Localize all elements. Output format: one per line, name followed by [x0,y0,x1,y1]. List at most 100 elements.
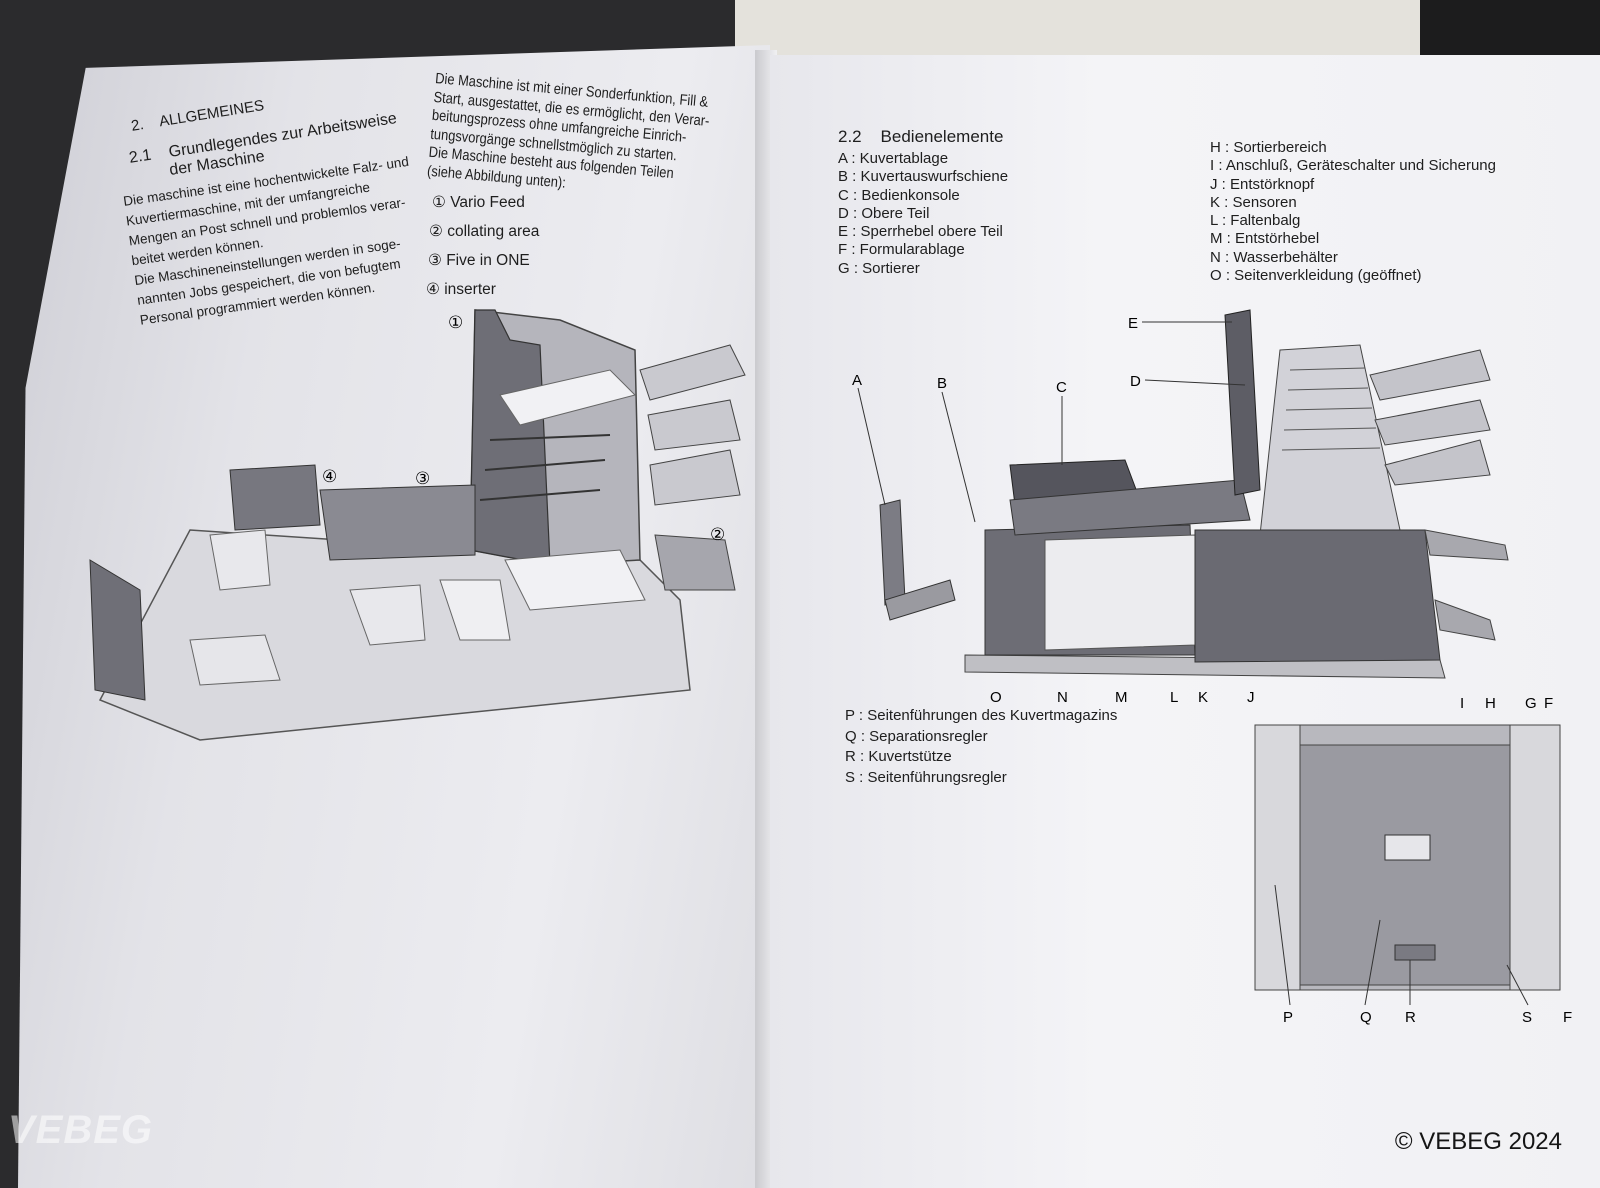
leader-line [857,387,886,506]
parts-list-item: ① Vario Feed [432,194,525,211]
control-item: I : Anschluß, Geräteschalter und Sicheru… [1210,157,1496,175]
copyright-notice: © VEBEG 2024 [1394,1128,1562,1155]
control-item: B : Kuvertauswurfschiene [838,168,1009,186]
output-stack [89,559,146,701]
collating-tray [654,534,736,591]
inserter-block [229,464,321,531]
parts-list-item: ③ Five in ONE [428,252,530,269]
section-number: 2. [130,116,146,135]
subsection-number: 2.1 [128,146,153,167]
open-side-panel [1044,534,1196,651]
magazine-label: P [1283,1009,1293,1026]
paper-sheet [349,584,426,646]
control-item: S : Seitenführungsregler [845,768,1007,786]
diagram-label: G [1525,695,1537,710]
sorter-tray [1384,439,1491,486]
sorter-line [1283,427,1377,431]
control-item: E : Sperrhebel obere Teil [838,223,1003,241]
tray [649,449,741,506]
control-item: C : Bedienkonsole [838,186,960,204]
diagram-label: C [1056,379,1067,396]
section-number: 2.2 [838,127,862,146]
diagram-label: F [1544,695,1553,710]
tray [639,344,746,401]
control-item: G : Sortierer [838,259,920,277]
control-item: N : Wasserbehälter [1210,248,1338,266]
side-guide-right [1509,724,1561,991]
magazine-label: S [1522,1009,1532,1026]
control-item: J : Entstörknopf [1210,175,1315,193]
controls-heading: 2.2 Bedienelemente [838,127,1003,147]
paper-sheet [499,369,636,426]
magazine-label: Q [1360,1009,1372,1026]
diagram-label: J [1247,689,1255,706]
diagram-label: I [1460,695,1464,710]
control-item: O : Seitenverkleidung (geöffnet) [1210,267,1422,285]
leader-line [1144,379,1246,386]
vebeg-watermark-logo: VEBEG [8,1108,154,1152]
controls-list-h-o: H : Sortierbereich I : Anschluß, Gerätes… [1210,139,1496,285]
diagram-label: M [1115,689,1128,706]
sorter-tray [1369,349,1491,401]
sorting-area-tray [1434,599,1496,641]
control-item: M : Entstörhebel [1210,230,1320,248]
envelope-magazine-diagram: P Q R S F [1254,724,1572,1026]
diagram-label: O [990,689,1002,706]
diagram-label: N [1057,689,1068,706]
paper-sheet [504,549,646,611]
diagram-label: D [1130,373,1141,390]
diagram-label: A [852,372,862,389]
parts-list-item: ④ inserter [426,281,496,298]
sorter-line [1289,367,1366,371]
sorter-line [1285,407,1373,411]
sorter-line [1287,387,1369,391]
figure-callout: ④ [322,467,337,487]
figure-callout: ② [710,525,725,545]
envelope-tray [879,499,906,606]
diagram-label: L [1170,689,1178,706]
five-in-one-block [319,484,476,561]
diagram-label: K [1198,689,1208,706]
envelope-support [1394,944,1436,961]
magazine-label: R [1405,1009,1416,1026]
leader-line [1274,884,1291,1006]
control-item: L : Faltenbalg [1210,212,1301,230]
envelope-tray-base [884,579,956,621]
form-tray [1424,529,1509,561]
control-item: Q : Separationsregler [845,727,988,745]
control-item: A : Kuvertablage [838,150,949,167]
sorter-tray [1374,399,1491,446]
magazine-label: F [1563,1009,1572,1026]
control-item: R : Kuvertstütze [845,748,952,765]
diagram-label: H [1485,695,1496,710]
leader-line [1506,964,1529,1006]
control-item: D : Obere Teil [838,204,930,222]
guide-line [479,489,601,501]
control-item: P : Seitenführungen des Kuvertmagazins [845,707,1118,724]
control-item: F : Formularablage [838,241,965,259]
diagram-label: E [1128,315,1138,332]
sorter-line [1281,447,1381,451]
control-item: H : Sortierbereich [1210,139,1327,156]
tray [647,399,741,451]
paper-sheet [209,529,271,591]
envelope-stack [189,634,281,686]
control-item: K : Sensoren [1210,193,1297,211]
guide-line [484,459,606,471]
machine-body-right [1194,529,1441,663]
leader-line [941,391,976,523]
section-title: Bedienelemente [880,127,1004,146]
upper-housing [1009,479,1251,536]
machine-controls-diagram: A B C D E O N M L K J I H G F [852,309,1553,710]
leader-line [1364,919,1381,1006]
separation-regulator [1384,834,1431,861]
controls-list-a-g: A : Kuvertablage B : Kuvertauswurfschien… [838,150,1008,278]
guide-line [489,434,611,441]
upper-part-arm [1224,309,1261,496]
envelope [439,579,511,641]
figure-callout: ③ [415,469,430,489]
controls-list-p-s: P : Seitenführungen des Kuvertmagazins Q… [845,706,1117,788]
figure-callout: ① [448,313,463,333]
diagram-label: B [937,375,947,392]
side-guide-left [1254,724,1301,991]
